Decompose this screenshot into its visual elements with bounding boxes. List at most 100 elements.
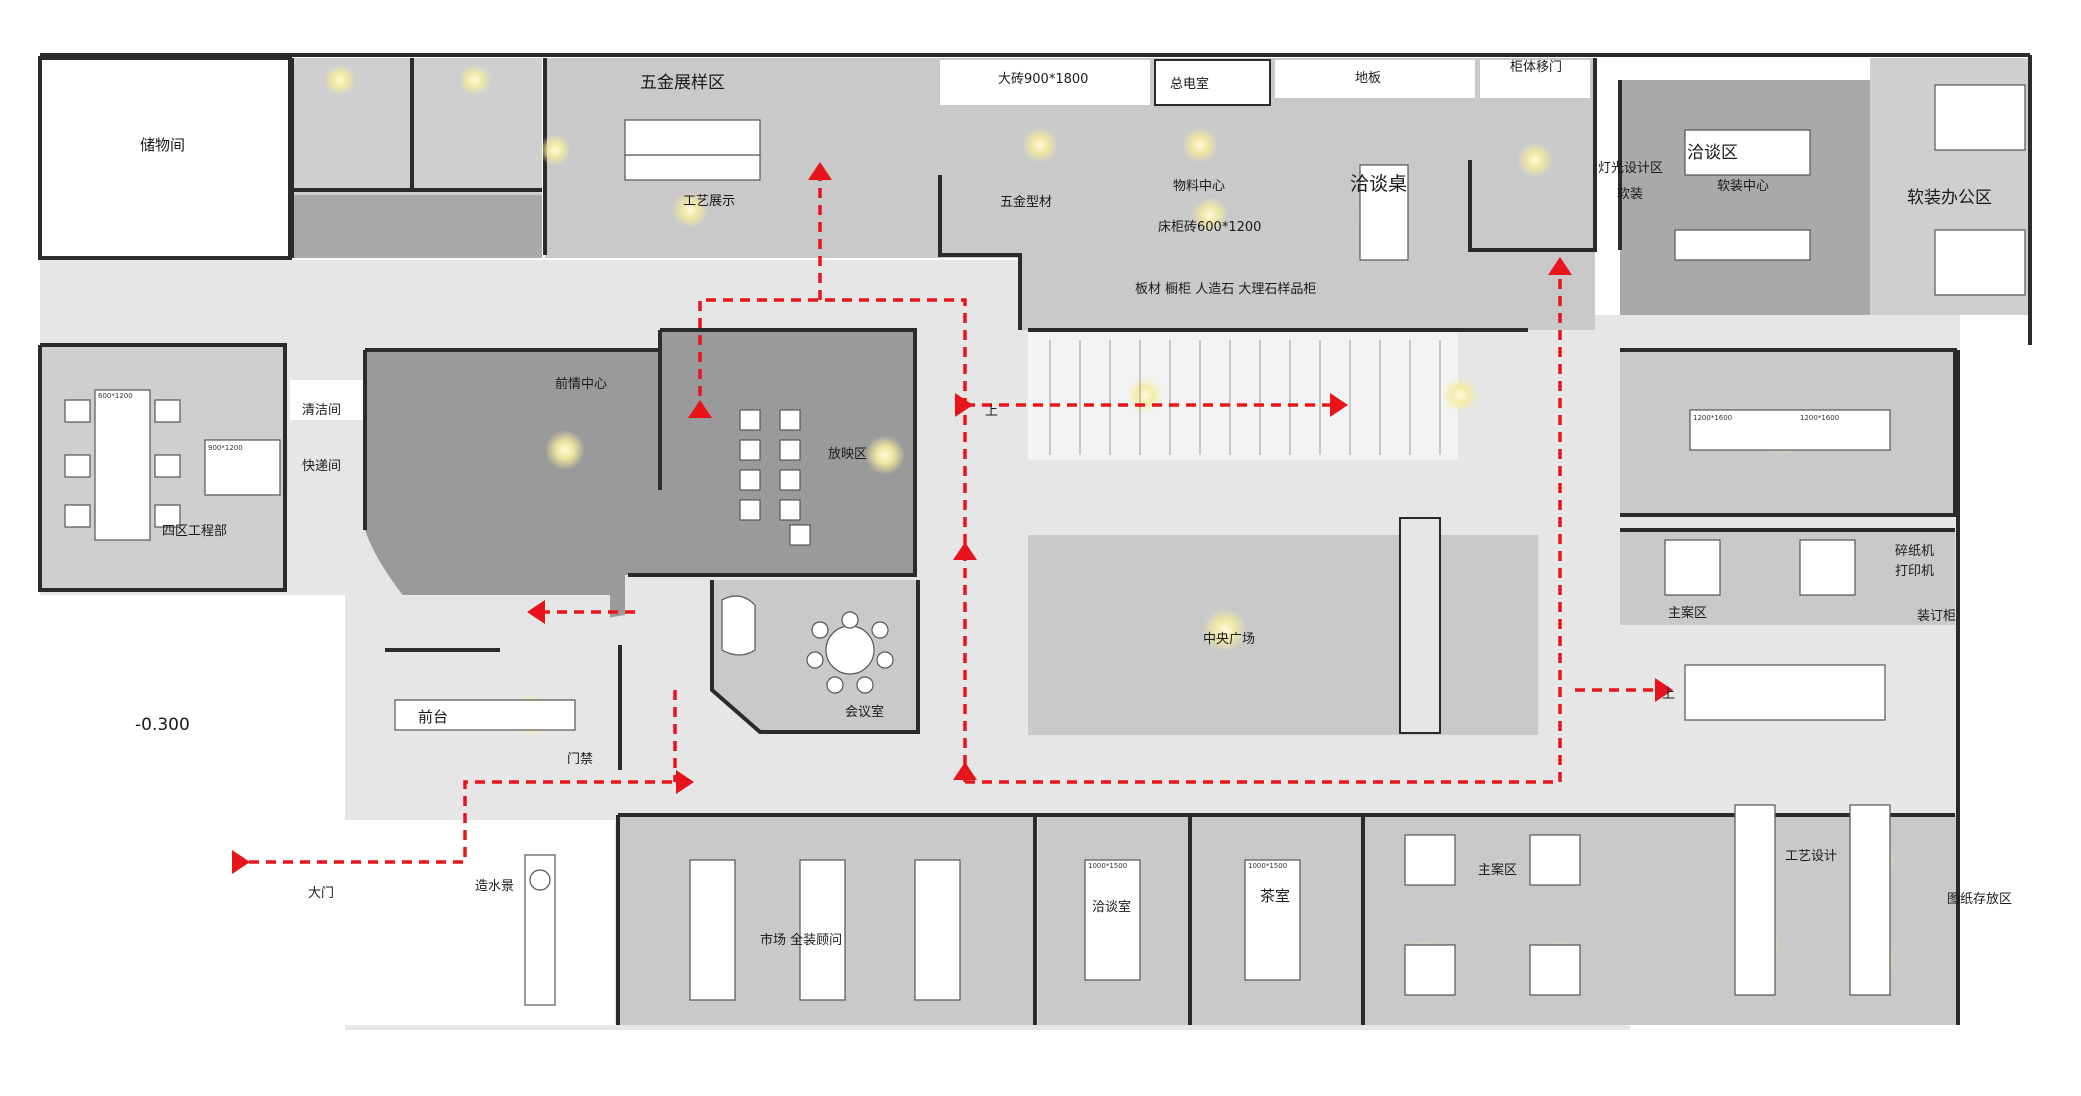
label-craft-display: 工艺展示 [683,194,735,209]
light-glow [1192,197,1228,233]
dim-label: 1000*1500 [1088,862,1127,870]
route-entrance [232,780,690,864]
entrance-zone [345,820,615,1025]
label-entrance: 大门 [308,886,334,901]
label-elevation: -0.300 [135,715,190,735]
room-labels: 储物间 五金展样区 工艺展示 大砖900*1800 总电室 地板 柜体移门 物料… [135,60,2012,948]
light-glow [459,64,491,96]
power-room [1154,59,1271,106]
route-left-vertical [698,298,967,782]
wall-hardware-right [938,175,1022,330]
wall-right-office-frame [1620,348,1957,517]
chair [841,611,859,629]
light-glow [1203,608,1247,652]
label-floor: 地板 [1355,71,1381,86]
label-tile-big: 大砖900*1800 [998,72,1088,87]
reception-desk [394,699,576,731]
label-pre-center: 前情中心 [555,376,607,392]
wall-screen [628,328,917,577]
chair [806,651,824,669]
arrow-right [1655,678,1673,702]
label-board-cabinet: 板材 橱柜 人造石 大理石样品柜 [1135,282,1316,297]
walls [38,53,2032,1025]
nego-table-shape [1359,164,1409,261]
label-reception: 前台 [418,708,448,726]
desk [799,859,846,1001]
floor-regions [38,56,2030,1030]
arrow-up [808,162,832,180]
light-glow [865,435,905,475]
seat [739,409,761,431]
label-express: 快递间 [302,459,341,474]
label-hardware-profile: 五金型材 [1000,194,1052,210]
table-dims: 600*1200 900*1200 1200*1600 1200*1600 10… [98,392,1839,870]
light-glow [1127,377,1163,413]
seat [739,499,761,521]
arrow-right [1330,393,1348,417]
meeting-table [825,625,875,675]
light-glow [545,430,585,470]
material-showcase [1020,190,1595,330]
label-central-plaza: 中央广场 [1203,632,1255,647]
cabinet-panel [1480,60,1590,98]
arrow-right [676,770,694,794]
dim-label: 900*1200 [208,444,243,452]
chair [876,651,894,669]
desk [1734,804,1776,996]
light-glow [1442,377,1478,413]
desk [914,859,961,1001]
label-shredder: 碎纸机 [1895,544,1934,559]
stair-zone [1028,330,1458,460]
label-binding: 装订柜 [1917,609,1956,624]
chair [154,454,181,478]
label-craft-design: 工艺设计 [1785,849,1837,864]
chair [871,621,889,639]
lighting-area [1595,80,1620,315]
storage-room [38,56,292,260]
cleaning-room [290,380,370,420]
label-main-design-2: 主案区 [1668,606,1707,621]
desk [1934,229,2026,296]
label-zone4: 四区工程部 [162,524,227,539]
central-plaza [1028,535,1538,735]
seat [779,499,801,521]
light-glow [1182,127,1218,163]
desk [1684,129,1811,176]
wall-left [38,343,287,592]
sofa [721,595,756,656]
label-meeting: 会议室 [845,704,884,720]
label-access: 门禁 [567,752,593,767]
label-nego-table: 洽谈桌 [1350,173,1407,195]
light-glow [324,64,356,96]
fixture-rack [624,119,761,156]
label-drawing-storage: 图纸存放区 [1947,892,2012,907]
wall-soft-center [1468,58,1597,252]
dim-label: 1200*1600 [1693,414,1732,422]
desk [1529,834,1581,886]
route-arrows [232,162,1673,874]
label-cleaning: 清洁间 [302,403,341,418]
desk [1404,944,1456,996]
light-glow [1517,142,1553,178]
stair-right [1684,664,1886,721]
arrow-left [527,600,545,624]
chair [64,504,91,528]
route-main-loop [965,270,1562,784]
dim-label: 600*1200 [98,392,133,400]
label-bed-tile: 床柜砖600*1200 [1158,220,1261,235]
label-soft-deco: 软装 [1617,187,1643,202]
chair [856,676,874,694]
label-soft-office: 软装办公区 [1907,188,1992,208]
label-waterscape: 造水景 [475,879,514,894]
desk [1799,539,1856,596]
furniture [64,84,2026,1006]
arrow-right [232,850,250,874]
chair [811,621,829,639]
chair [64,399,91,423]
dim-label: 1000*1500 [1248,862,1287,870]
soft-center-room [1620,80,1870,315]
seat [739,439,761,461]
desk [1849,804,1891,996]
label-nego-room: 洽谈室 [1092,899,1131,915]
